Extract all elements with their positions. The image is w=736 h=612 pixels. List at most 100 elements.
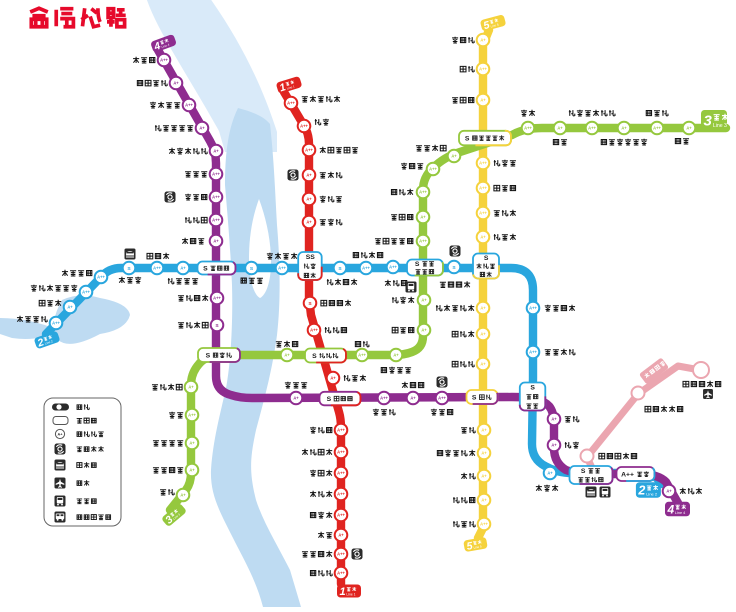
svg-text:A+: A+ <box>330 376 336 381</box>
svg-text:A++: A++ <box>337 471 345 476</box>
svg-text:2: 2 <box>35 336 46 350</box>
svg-text:A++: A++ <box>212 218 220 223</box>
svg-text:A+: A+ <box>480 98 486 103</box>
svg-text:A++: A++ <box>305 148 313 153</box>
svg-text:S: S <box>308 301 312 307</box>
svg-text:A+: A+ <box>410 396 416 401</box>
svg-text:A++: A++ <box>429 167 437 172</box>
svg-text:A++: A++ <box>337 571 345 576</box>
svg-text:S: S <box>215 323 219 329</box>
svg-text:A++: A++ <box>621 471 634 478</box>
svg-text:A++: A++ <box>310 328 318 333</box>
svg-text:1: 1 <box>340 586 346 598</box>
svg-text:A+: A+ <box>393 353 399 358</box>
svg-text:A++: A++ <box>380 396 388 401</box>
svg-text:Line 3: Line 3 <box>713 123 727 129</box>
svg-text:A++: A++ <box>212 172 220 177</box>
svg-text:A+: A+ <box>481 451 487 456</box>
svg-text:A++: A++ <box>529 306 537 311</box>
svg-text:A+: A+ <box>451 154 457 159</box>
svg-text:A+: A+ <box>481 428 487 433</box>
svg-text:A+: A+ <box>306 197 312 202</box>
svg-text:Line 2: Line 2 <box>44 339 53 346</box>
svg-text:A+: A+ <box>199 126 205 131</box>
svg-text:A+: A+ <box>173 81 179 86</box>
svg-text:A+: A+ <box>284 353 290 358</box>
svg-text:A++: A++ <box>160 58 168 63</box>
svg-text:S: S <box>581 468 586 475</box>
svg-text:A++: A++ <box>419 190 427 195</box>
svg-text:3: 3 <box>704 112 713 129</box>
svg-text:A+: A+ <box>189 468 195 473</box>
svg-text:A+: A+ <box>306 173 312 178</box>
svg-text:A+: A+ <box>666 489 672 494</box>
svg-text:A++: A++ <box>337 513 345 518</box>
svg-text:A+: A+ <box>686 126 692 131</box>
svg-text:A+: A+ <box>338 533 344 538</box>
svg-text:Line 3: Line 3 <box>172 512 181 521</box>
svg-text:S: S <box>472 394 477 401</box>
svg-text:A+: A+ <box>480 306 486 311</box>
svg-text:S: S <box>206 352 211 359</box>
svg-text:A++: A++ <box>213 296 221 301</box>
svg-text:S: S <box>250 266 254 272</box>
svg-text:A++: A++ <box>479 67 487 72</box>
svg-text:A+: A+ <box>293 396 299 401</box>
svg-text:A++: A++ <box>287 101 295 106</box>
svg-text:SS: SS <box>306 254 316 261</box>
svg-text:A+: A+ <box>188 385 194 390</box>
svg-text:A+: A+ <box>621 126 627 131</box>
svg-text:A+: A+ <box>551 443 557 448</box>
svg-text:A+: A+ <box>421 328 427 333</box>
svg-text:A+: A+ <box>551 417 557 422</box>
svg-text:A++: A++ <box>153 266 161 271</box>
svg-text:4: 4 <box>667 502 675 516</box>
svg-text:S: S <box>484 255 489 262</box>
svg-text:A++: A++ <box>97 275 105 280</box>
svg-text:A+: A+ <box>481 498 487 503</box>
svg-text:A+: A+ <box>480 362 486 367</box>
svg-text:A+: A+ <box>480 332 486 337</box>
svg-text:S: S <box>530 385 535 392</box>
svg-text:S: S <box>338 266 342 272</box>
svg-text:A++: A++ <box>479 161 487 166</box>
svg-text:2: 2 <box>637 484 645 498</box>
svg-text:A++: A++ <box>82 290 90 295</box>
svg-text:A+: A+ <box>180 493 186 498</box>
svg-text:Line 1: Line 1 <box>286 84 295 90</box>
svg-text:A++: A++ <box>524 126 532 131</box>
svg-text:A++: A++ <box>389 265 397 270</box>
svg-text:A++: A++ <box>438 396 446 401</box>
svg-text:A++: A++ <box>479 186 487 191</box>
svg-text:A+: A+ <box>557 126 563 131</box>
svg-text:A++: A++ <box>300 124 308 129</box>
svg-text:A+: A+ <box>480 38 486 43</box>
svg-text:A+: A+ <box>306 220 312 225</box>
svg-text:A+: A+ <box>58 432 64 436</box>
svg-text:A++: A++ <box>480 522 488 527</box>
svg-text:A++: A++ <box>419 239 427 244</box>
svg-text:Line 2: Line 2 <box>646 491 658 496</box>
svg-text:A++: A++ <box>52 321 60 326</box>
svg-text:4: 4 <box>152 40 163 54</box>
svg-text:Line 4: Line 4 <box>161 43 170 50</box>
svg-text:S: S <box>465 135 470 142</box>
svg-text:A++: A++ <box>479 211 487 216</box>
svg-text:A++: A++ <box>653 126 661 131</box>
svg-text:S: S <box>312 353 317 360</box>
svg-text:Line 4: Line 4 <box>675 511 685 515</box>
svg-text:A++: A++ <box>337 450 345 455</box>
svg-text:S: S <box>127 266 131 272</box>
svg-text:A++: A++ <box>188 413 196 418</box>
svg-text:Line 5: Line 5 <box>473 544 482 549</box>
svg-text:1: 1 <box>278 81 287 94</box>
svg-text:A+: A+ <box>421 298 427 303</box>
svg-text:A++: A++ <box>358 353 366 358</box>
svg-text:A++: A++ <box>588 126 596 131</box>
svg-text:S: S <box>415 261 420 268</box>
svg-text:A++: A++ <box>529 350 537 355</box>
svg-text:S: S <box>203 265 208 272</box>
svg-text:A++: A++ <box>362 266 370 271</box>
svg-text:A++: A++ <box>278 266 286 271</box>
svg-text:A++: A++ <box>337 552 345 557</box>
